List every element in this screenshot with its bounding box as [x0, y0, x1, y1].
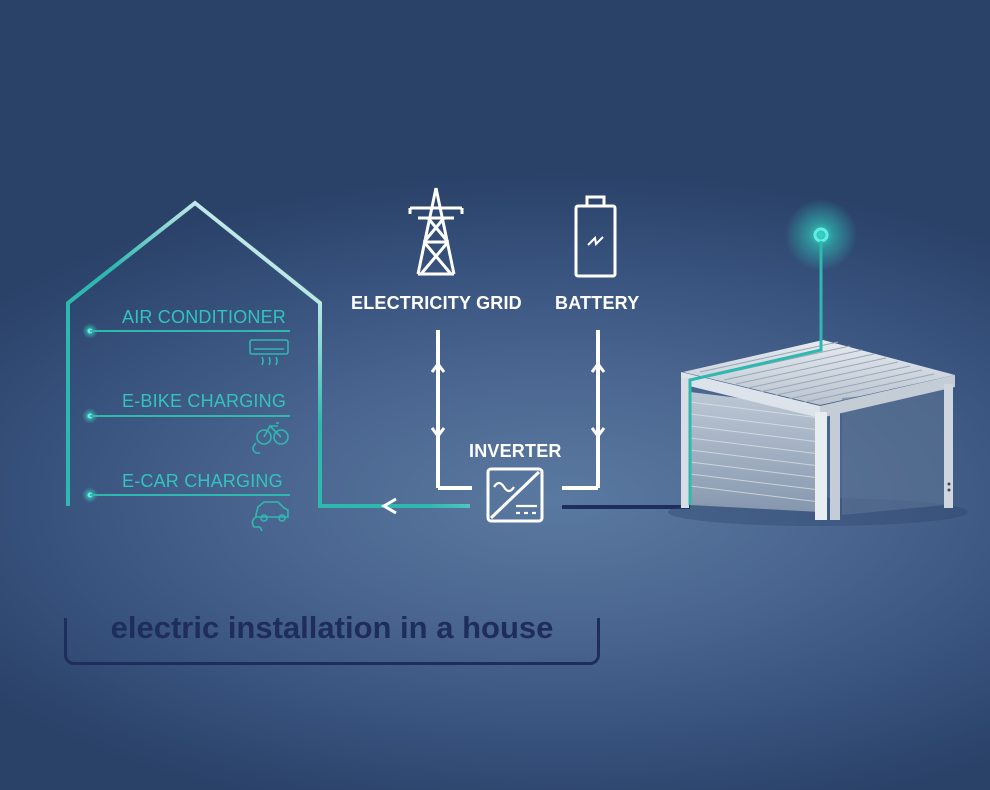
electricity-grid-label: ELECTRICITY GRID: [351, 293, 522, 313]
pergola-illustration: [668, 340, 968, 526]
caption: electric installation in a house: [110, 610, 554, 645]
battery-icon: [574, 195, 617, 278]
car-icon: [251, 501, 289, 532]
bicycle-icon: [252, 422, 289, 454]
arrow-up-icon: [590, 361, 606, 373]
appliance-line-3: [82, 487, 290, 503]
arrow-down-icon: [590, 427, 606, 439]
inverter-label: INVERTER: [469, 441, 562, 461]
air-conditioner-label: AIR CONDITIONER: [122, 307, 287, 327]
house-outline: [66, 200, 470, 508]
appliance-line-1: [82, 323, 290, 339]
inverter-icon: [486, 467, 544, 523]
power-pylon-icon: [408, 187, 464, 276]
arrow-left-icon: [381, 497, 397, 515]
arrow-down-icon: [430, 427, 446, 439]
battery-label: BATTERY: [555, 293, 640, 313]
appliance-line-2: [82, 408, 290, 424]
arrow-up-icon: [430, 361, 446, 373]
e-bike-charging-label: E-BIKE CHARGING: [122, 391, 287, 411]
light-wire: [688, 199, 857, 505]
e-car-charging-label: E-CAR CHARGING: [122, 471, 283, 491]
air-conditioner-icon: [249, 339, 289, 366]
caption-bracket: electric installation in a house: [64, 610, 600, 665]
